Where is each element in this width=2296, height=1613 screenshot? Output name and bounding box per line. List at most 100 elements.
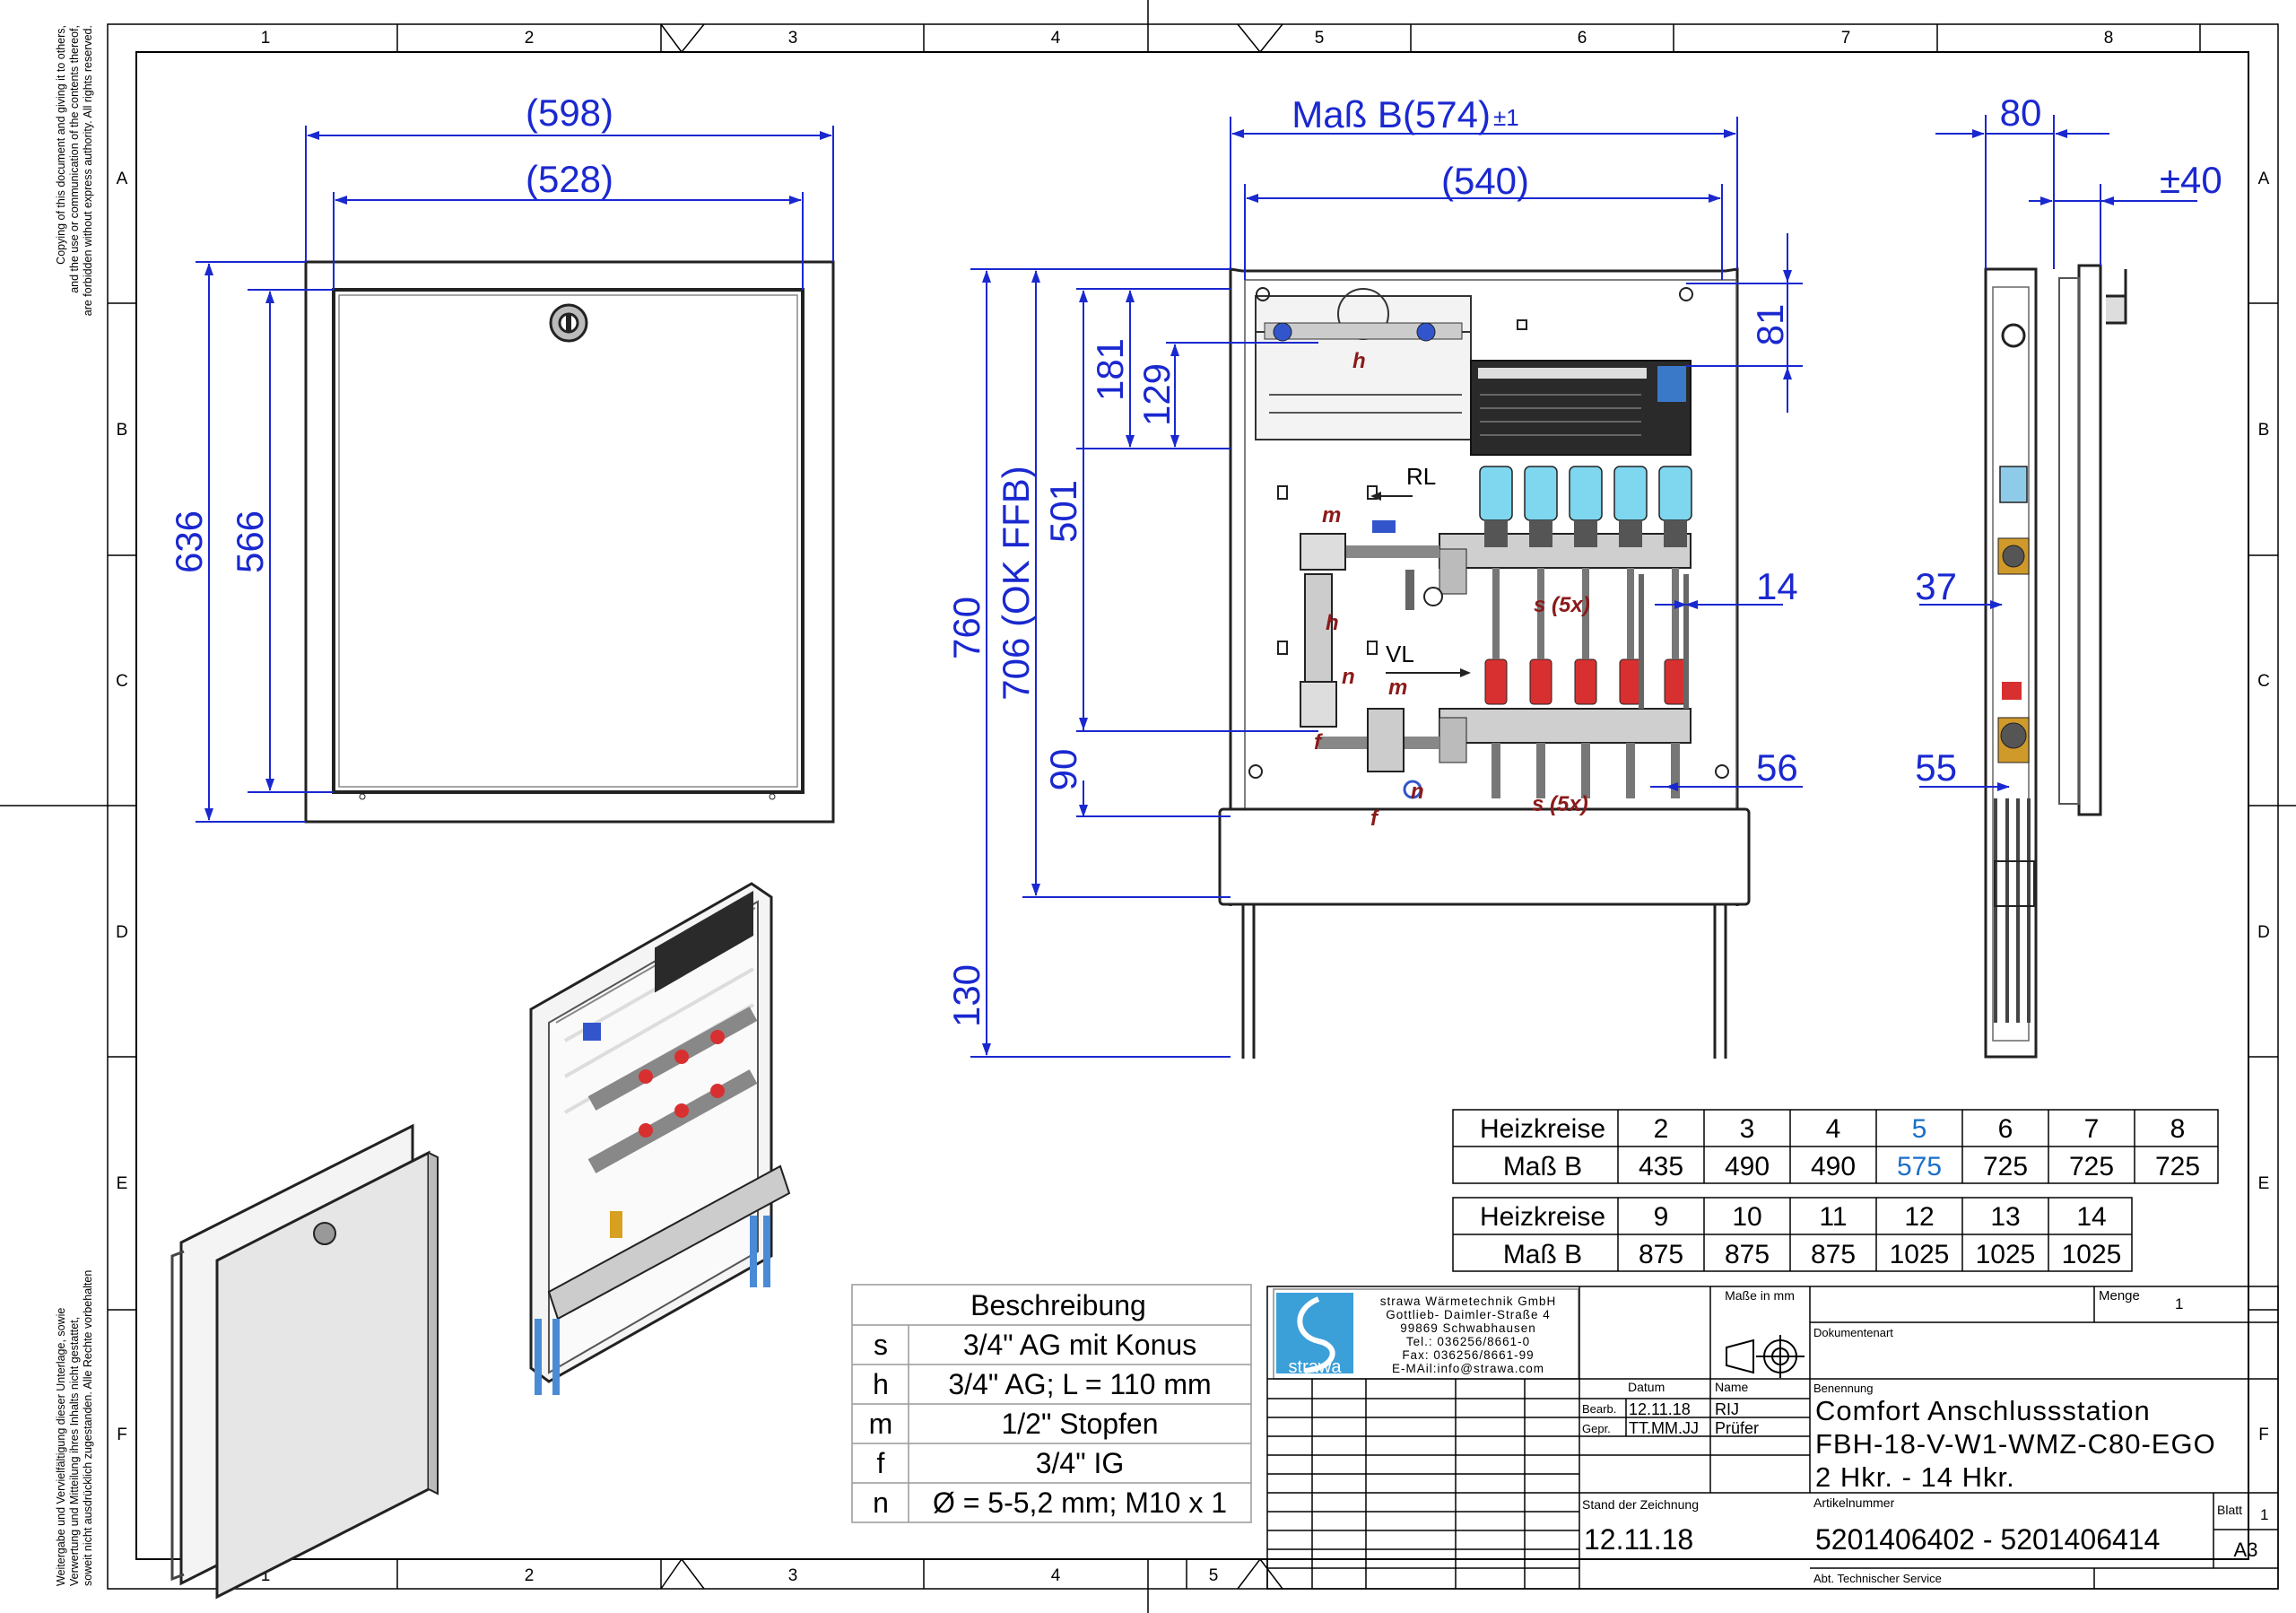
company-line: Tel.: 036256/8661-0 <box>1406 1335 1530 1348</box>
title-block-text: Maße in mm Menge 1 Dokumentenart Datum N… <box>1582 1288 2268 1585</box>
isometric-door-view <box>170 1123 439 1600</box>
abteilung: Abt. Technischer Service <box>1813 1572 1942 1585</box>
table-cell-circuit: 13 <box>1990 1202 2020 1232</box>
table-header-mass-b: Maß B <box>1503 1152 1582 1181</box>
main-view-dimensions <box>970 117 1803 1058</box>
table-header-mass-b: Maß B <box>1503 1240 1582 1269</box>
beschreibung-key: f <box>877 1447 885 1479</box>
blatt-value: 1 <box>2260 1506 2268 1523</box>
table-cell-circuit: 4 <box>1826 1114 1841 1144</box>
label-n: n <box>1411 780 1424 804</box>
beschreibung-key: n <box>873 1487 889 1519</box>
col-label: 5 <box>1209 1566 1219 1585</box>
label-m: m <box>1388 676 1407 700</box>
label-return: RL <box>1406 463 1436 490</box>
table-cell-value: 1025 <box>2062 1240 2122 1269</box>
menge-label: Menge <box>2099 1288 2140 1303</box>
name-label: Name <box>1715 1380 1749 1394</box>
benennung-line: Comfort Anschlussstation <box>1815 1395 2151 1426</box>
dim-h90: 90 <box>1042 749 1084 791</box>
menge-value: 1 <box>2175 1295 2183 1312</box>
table-cell-value: 725 <box>1983 1152 2028 1181</box>
label-h: h <box>1352 349 1366 373</box>
col-label: 6 <box>1578 29 1587 48</box>
manifold-valves <box>1479 466 1692 798</box>
table-cell-circuit: 9 <box>1654 1202 1669 1232</box>
grid-labels-bottom: 1 2 3 4 5 <box>261 1566 1219 1585</box>
dim-side-80: 80 <box>2000 92 2042 134</box>
gepr-label: Gepr. <box>1582 1422 1611 1435</box>
main-view-station <box>1218 267 1751 1059</box>
beschreibung-key: m <box>869 1408 893 1440</box>
table-cell-circuit: 7 <box>2084 1114 2100 1144</box>
table-cell-circuit: 8 <box>2170 1114 2186 1144</box>
gepr-date: TT.MM.JJ <box>1629 1419 1699 1437</box>
copyright-line: soweit nicht ausdrücklich zugestanden. A… <box>82 1270 94 1586</box>
dim-side-37: 37 <box>1915 565 1957 607</box>
dim-width-b: Maß B(574) <box>1292 93 1491 135</box>
stand-value: 12.11.18 <box>1584 1523 1693 1556</box>
table-cell-value: 1025 <box>1890 1240 1950 1269</box>
side-view <box>1984 264 2127 1059</box>
company-line: 99869 Schwabhausen <box>1400 1321 1536 1335</box>
benennung-line: 2 Hkr. - 14 Hkr. <box>1815 1461 2015 1493</box>
copyright-line: Verwertung und Mitteilung ihres Inhalts … <box>68 1317 81 1586</box>
company-line: strawa Wärmetechnik GmbH <box>1380 1295 1557 1308</box>
copyright-notice-top: Copying of this document and giving it t… <box>55 25 94 316</box>
grid-labels-top: 1 2 3 4 5 6 7 8 <box>261 29 2114 48</box>
table-cell-circuit: 2 <box>1654 1114 1669 1144</box>
table-cell-value: 725 <box>2155 1152 2200 1181</box>
dim-inner-width: (540) <box>1441 160 1529 202</box>
heizkreise-table-top <box>1452 1109 2219 1184</box>
bearb-label: Bearb. <box>1582 1402 1616 1416</box>
table-cell-circuit: 3 <box>1740 1114 1755 1144</box>
bearb-date: 12.11.18 <box>1629 1400 1691 1418</box>
dim-h129: 129 <box>1135 363 1178 426</box>
col-label: 5 <box>1315 29 1325 48</box>
grid-labels-left: A B C D E F <box>116 170 128 1444</box>
label-s: s (5x) <box>1534 593 1590 617</box>
row-label: E <box>2258 1174 2270 1193</box>
row-label: C <box>116 672 128 691</box>
format-value: A3 <box>2234 1539 2258 1561</box>
benennung-line: FBH-18-V-W1-WMZ-C80-EGO <box>1815 1428 2216 1460</box>
beschreibung-title: Beschreibung <box>970 1289 1146 1321</box>
dim-inner-height: 566 <box>229 510 271 573</box>
dim-h130: 130 <box>945 964 987 1027</box>
row-label: E <box>117 1174 128 1193</box>
table-cell-circuit: 11 <box>1819 1202 1847 1232</box>
table-cell-value: 875 <box>1811 1240 1856 1269</box>
beschreibung-key: h <box>873 1368 889 1400</box>
grid-labels-right: A B C D E F <box>2257 170 2270 1444</box>
logo-text: strawa <box>1289 1357 1343 1377</box>
beschreibung-text: Beschreibung s h m f n 3/4" AG mit Konus… <box>869 1289 1227 1519</box>
projection-symbol-icon <box>1726 1335 1805 1378</box>
label-n: n <box>1342 665 1355 689</box>
beschreibung-value: 3/4" AG; L = 110 mm <box>948 1368 1211 1400</box>
dim-outer-height: 636 <box>168 510 210 573</box>
col-label: 2 <box>525 29 535 48</box>
table-header-heizkreise: Heizkreise <box>1480 1202 1605 1232</box>
strawa-logo: strawa <box>1276 1293 1353 1377</box>
company-line: E-MAil:info@strawa.com <box>1392 1362 1544 1375</box>
row-label: F <box>2258 1426 2269 1444</box>
heizkreise-table-text: Heizkreise Maß B 2 3 4 5 6 7 8 435 490 4… <box>1480 1114 2200 1269</box>
table-cell-value: 490 <box>1811 1152 1856 1181</box>
table-cell-value-highlight: 575 <box>1897 1152 1942 1181</box>
copyright-line: are forbidden without express authority.… <box>82 25 94 316</box>
dim-side-40: ±40 <box>2160 159 2222 201</box>
benennung-label: Benennung <box>1813 1382 1874 1395</box>
main-view-labels: RL VL m m h h n n f f s (5x) s (5x) <box>1314 349 1590 831</box>
label-flow: VL <box>1386 641 1414 667</box>
row-label: A <box>2258 170 2270 188</box>
gepr-name: Prüfer <box>1715 1419 1759 1437</box>
col-label: 1 <box>261 1566 271 1585</box>
label-s: s (5x) <box>1532 792 1588 816</box>
row-label: F <box>117 1426 127 1444</box>
row-label: A <box>117 170 128 188</box>
col-label: 1 <box>261 29 271 48</box>
label-f: f <box>1370 806 1379 831</box>
col-label: 3 <box>788 29 798 48</box>
